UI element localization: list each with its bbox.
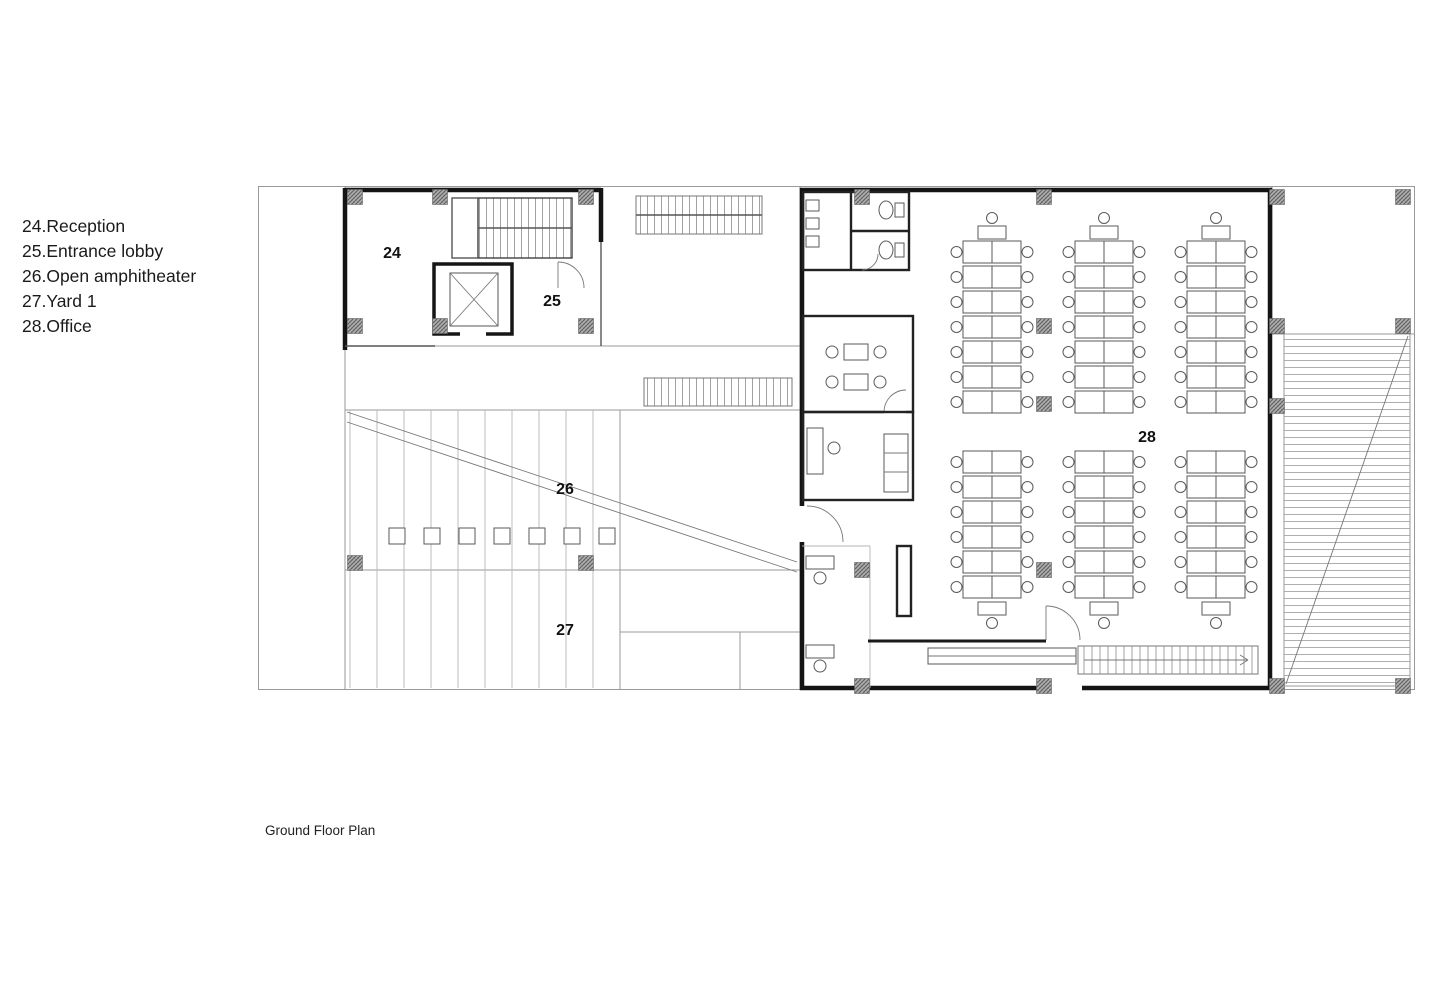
lower-stair-band [643,377,793,407]
office-block [797,187,1273,693]
desk-cluster [951,451,1033,598]
toilet [894,202,905,218]
desk-cluster [1063,241,1145,413]
desk [806,427,824,475]
sofa [883,433,909,493]
columns [347,189,1411,694]
room-label-lobby: 25 [543,293,561,310]
legend: 24.Reception 25.Entrance lobby 26.Open a… [22,214,196,339]
entry-corridor [868,639,1259,675]
legend-item-yard: 27.Yard 1 [22,291,97,311]
sink [805,235,820,248]
desk [805,644,835,659]
legend-item-office: 28.Office [22,316,92,336]
office-outer-wall [799,187,1273,691]
toilets [801,190,911,272]
toilet [894,242,905,258]
small-office [802,545,871,688]
desk-cluster [1063,451,1145,598]
sink [805,217,820,230]
upper-stair-band [635,195,763,235]
legend-item-reception: 24.Reception [22,216,126,236]
manager-room [801,410,915,502]
room-label-reception: 24 [383,245,401,262]
desk-cluster [1175,241,1257,413]
chair [827,441,841,455]
lobby-door [557,261,585,289]
toilet [878,240,894,260]
desk-cluster [951,241,1033,413]
chair [813,571,827,585]
partition-wall [895,544,913,618]
meeting-room [801,314,915,414]
desk-clusters [951,212,1257,629]
desk-cluster [1175,451,1257,598]
amphitheater [346,410,798,688]
room-label-yard: 27 [556,622,574,639]
room-label-office: 28 [1138,429,1156,446]
sink [805,199,820,212]
desk [805,555,835,570]
chair [813,659,827,673]
plan-title: Ground Floor Plan [265,823,376,838]
legend-item-entrance-lobby: 25.Entrance lobby [22,241,164,261]
reception-lobby-block [342,187,604,350]
stair-core [451,197,573,259]
toilet [878,200,894,220]
ramp-area [1283,333,1411,687]
amphitheater-tables [388,527,616,545]
room-label-amphitheater: 26 [556,481,574,498]
legend-item-amphitheater: 26.Open amphitheater [22,266,197,286]
